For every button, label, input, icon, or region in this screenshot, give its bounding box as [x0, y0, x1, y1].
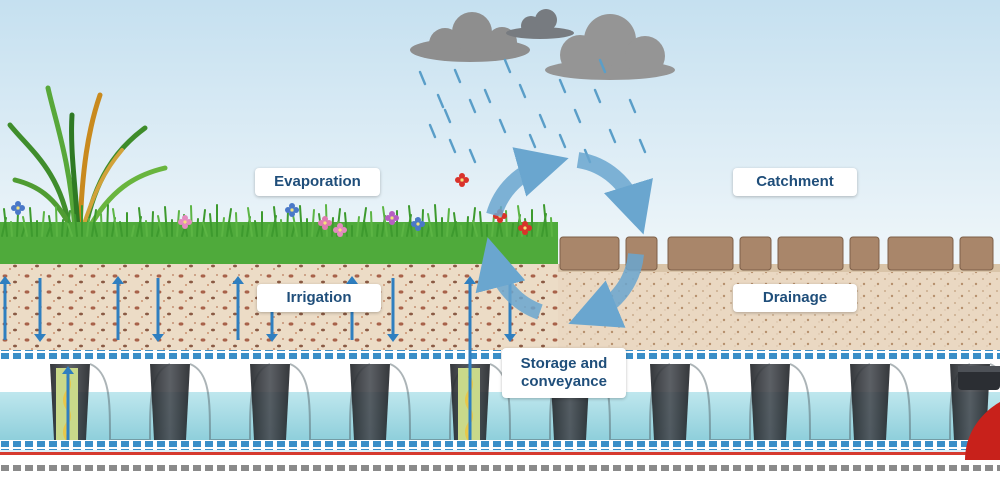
raindrop-icon — [428, 123, 437, 139]
raindrop-icon — [608, 128, 617, 144]
raindrop-icon — [468, 148, 477, 164]
pipe-icon — [958, 366, 1000, 460]
flower-icon — [178, 215, 192, 229]
deck-bottom — [0, 473, 1000, 479]
evaporation-label: Evaporation — [255, 168, 380, 196]
raindrop-icon — [528, 133, 537, 149]
raindrop-icon — [538, 113, 547, 129]
up-arrow-icon — [464, 276, 476, 440]
base-line — [0, 452, 1000, 455]
drainage-label: Drainage — [733, 284, 857, 312]
filter-membrane — [0, 350, 1000, 360]
raindrop-icon — [436, 93, 445, 109]
flower-icon — [11, 201, 25, 215]
irrigation-label: Irrigation — [257, 284, 381, 312]
raindrop-icon — [558, 133, 567, 149]
paving-block-icon — [559, 236, 994, 271]
flower-icon — [518, 221, 532, 235]
raindrop-icon — [418, 70, 427, 86]
up-arrow-icon — [112, 276, 124, 340]
flower-icon — [385, 211, 399, 225]
raindrop-icon — [468, 98, 477, 114]
paving-block-icon — [777, 236, 844, 271]
raindrop-icon — [448, 138, 457, 154]
membrane-edge — [0, 360, 1000, 364]
paving-block-icon — [959, 236, 994, 271]
flower-icon — [318, 216, 332, 230]
raindrop-icon — [503, 58, 512, 74]
deck-top — [0, 455, 1000, 463]
deck — [0, 463, 1000, 473]
paving-block-icon — [849, 236, 880, 271]
raindrop-icon — [573, 108, 582, 124]
flower-icon — [411, 217, 425, 231]
cloud-icon — [410, 12, 530, 62]
down-arrow-icon — [387, 278, 399, 342]
storage-conveyance-label: Storage and conveyance — [502, 348, 626, 398]
flower-icon — [455, 173, 469, 187]
water-cycle-arrow-icon — [475, 147, 653, 328]
raindrop-icon — [598, 58, 607, 74]
cloud-icon — [506, 9, 574, 39]
paving-block-icon — [739, 236, 772, 271]
down-arrow-icon — [152, 278, 164, 342]
raindrop-icon — [443, 108, 452, 124]
base-membrane — [0, 440, 1000, 450]
up-arrow-icon — [0, 276, 11, 340]
cloud-icon — [545, 14, 675, 80]
up-arrow-icon — [62, 366, 74, 440]
raindrop-icon — [628, 98, 637, 114]
raindrop-icon — [593, 88, 602, 104]
raindrop-icon — [558, 78, 567, 94]
paving-block-icon — [667, 236, 734, 271]
flower-icon — [11, 173, 532, 237]
flower-icon — [285, 203, 299, 217]
raindrop-icon — [453, 68, 462, 84]
raindrop-icon — [498, 118, 507, 134]
raindrop-icon — [638, 138, 647, 154]
up-arrow-icon — [232, 276, 244, 340]
flower-icon — [333, 223, 347, 237]
irrigation-arrows — [0, 276, 516, 440]
paving-block-icon — [559, 236, 620, 271]
raindrop-icon — [518, 83, 527, 99]
raindrop-icon — [483, 88, 492, 104]
paving-block-icon — [887, 236, 954, 271]
down-arrow-icon — [34, 278, 46, 342]
catchment-label: Catchment — [733, 168, 857, 196]
